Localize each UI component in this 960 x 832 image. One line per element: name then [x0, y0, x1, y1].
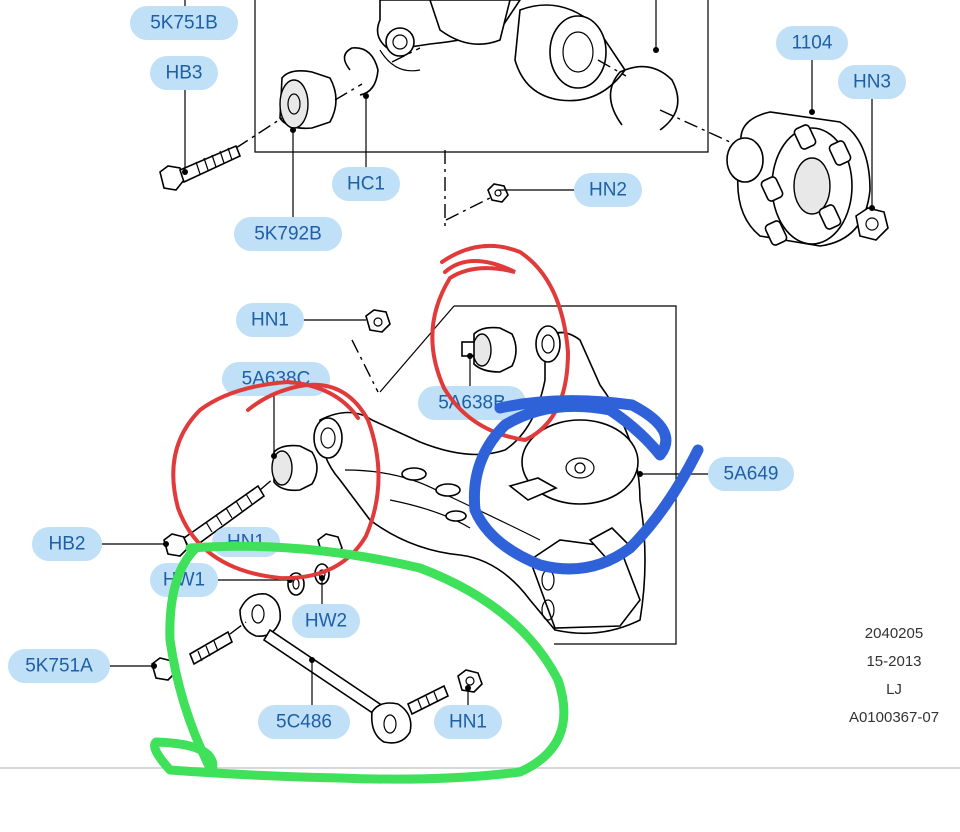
svg-text:HN1: HN1 [449, 712, 487, 733]
svg-text:5K792B: 5K792B [254, 224, 322, 245]
svg-text:HC1: HC1 [347, 174, 385, 195]
svg-text:1104: 1104 [792, 33, 833, 54]
svg-text:HW2: HW2 [305, 611, 347, 632]
red-circle-lower [171, 379, 381, 581]
label-hb3[interactable]: HB3 [150, 56, 218, 90]
svg-text:HN2: HN2 [589, 180, 627, 201]
stabilizer-link [151, 593, 483, 744]
svg-text:5A649: 5A649 [724, 464, 779, 485]
leader-lines [100, 0, 875, 706]
svg-text:HN1: HN1 [251, 310, 289, 331]
svg-text:A0100367-07: A0100367-07 [849, 709, 939, 726]
wheel-hub [726, 111, 871, 247]
svg-text:2040205: 2040205 [865, 625, 923, 642]
label-hn1-top[interactable]: HN1 [236, 303, 304, 337]
lower-control-arm-assembly [163, 305, 677, 645]
label-hc1[interactable]: HC1 [332, 167, 400, 201]
label-5k751a[interactable]: 5K751A [8, 649, 110, 683]
label-hn3[interactable]: HN3 [838, 65, 906, 99]
svg-text:HB3: HB3 [166, 63, 203, 84]
label-1104[interactable]: 1104 [776, 26, 848, 60]
svg-text:5K751B: 5K751B [150, 13, 218, 34]
label-5k751b[interactable]: 5K751B [130, 6, 238, 40]
hand-annotations [150, 243, 704, 784]
label-hb2[interactable]: HB2 [32, 527, 102, 561]
upper-knuckle-assembly [159, 0, 889, 247]
label-5k792b[interactable]: 5K792B [234, 217, 342, 251]
label-hn2[interactable]: HN2 [574, 173, 642, 207]
label-hw2[interactable]: HW2 [292, 604, 360, 638]
blue-circle [468, 395, 704, 575]
svg-text:HB2: HB2 [49, 534, 86, 555]
svg-text:15-2013: 15-2013 [866, 653, 921, 670]
label-5a649[interactable]: 5A649 [708, 457, 794, 491]
red-circle-upper [430, 243, 571, 443]
svg-text:5K751A: 5K751A [25, 656, 93, 677]
green-circle [150, 541, 569, 784]
document-info: 2040205 15-2013 LJ A0100367-07 [849, 625, 939, 726]
label-hn1-bottom[interactable]: HN1 [434, 705, 502, 739]
svg-text:5A638B: 5A638B [438, 393, 506, 414]
svg-text:HN3: HN3 [853, 72, 891, 93]
part-labels: 5K751B HB3 1104 HN3 HC1 HN2 5K792B HN1 [8, 6, 906, 739]
svg-text:5C486: 5C486 [276, 712, 332, 733]
label-5c486[interactable]: 5C486 [258, 705, 350, 739]
svg-text:LJ: LJ [886, 681, 902, 698]
